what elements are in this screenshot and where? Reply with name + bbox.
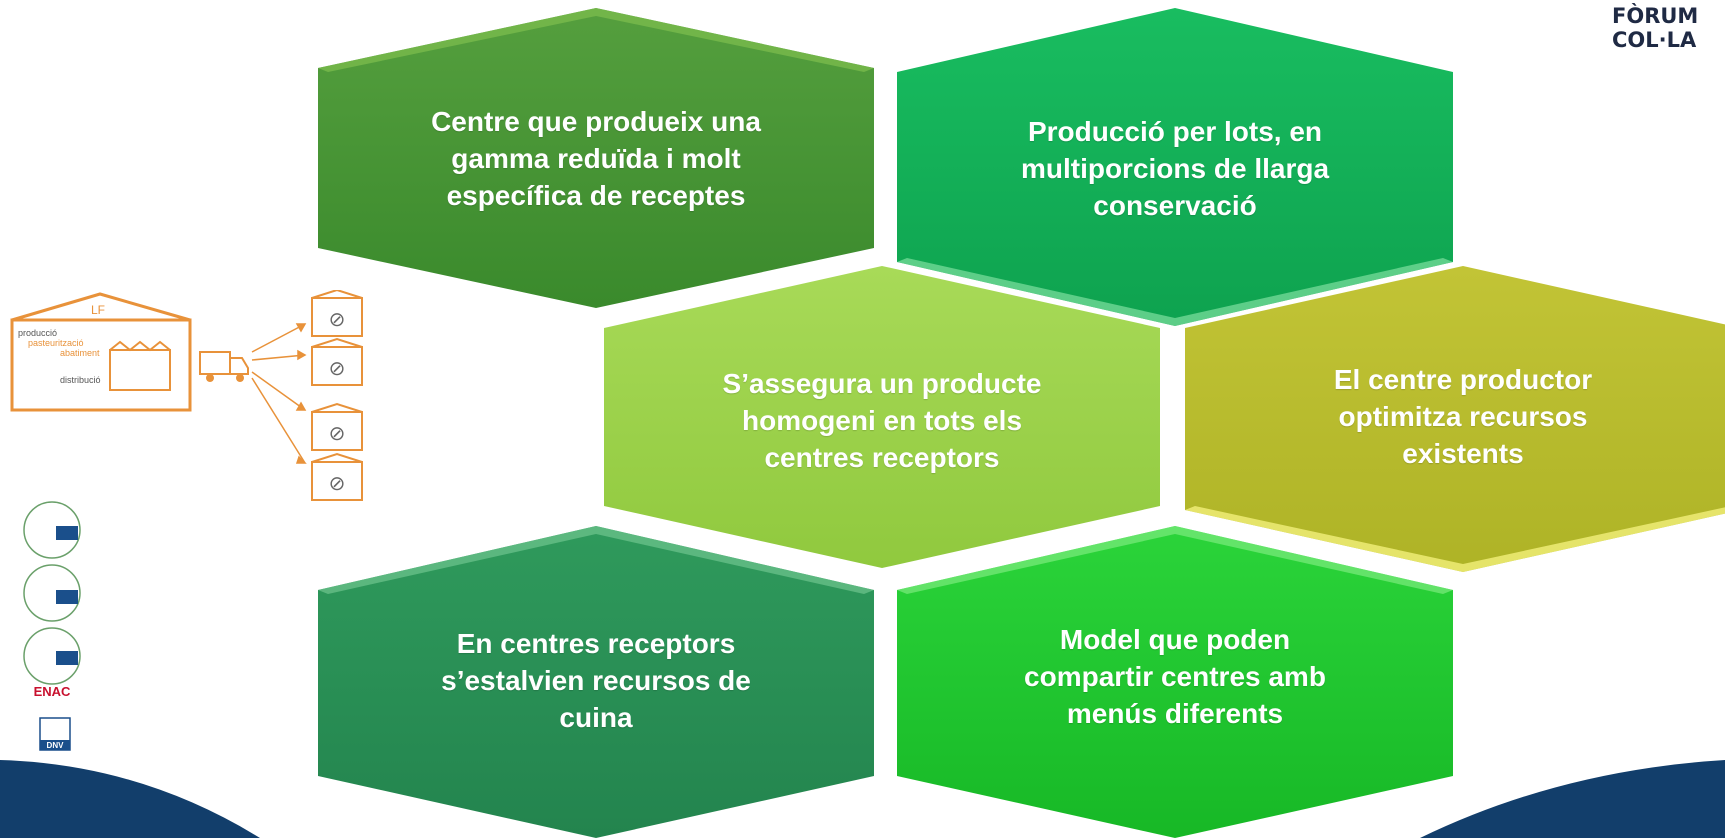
receiving-centre-icon: ⊘ [311,452,363,501]
hex-line: gamma reduïda i molt [451,142,741,174]
hex-line: homogeni en tots els [741,404,1023,436]
hex-line: En centres receptors [456,627,736,659]
logo-line-1: FÒRUM [1612,4,1699,28]
receiving-centre-icon: ⊘ [311,290,363,337]
certification-seals: ENAC DNV [23,501,81,751]
hex-producte-homogeni: S’assegura un producte homogeni en tots … [604,266,1160,568]
hex-line: El centre productor [1333,363,1593,395]
hex-line: optimitza recursos [1338,400,1588,432]
kitchen-label-pasteuritzacio: pasteurització [28,338,84,348]
hex-line: s’estalvien recursos de [441,664,751,696]
kitchen-label-distribucio: distribució [60,375,101,385]
hex-gamma-reduida: Centre que produeix una gamma reduïda i … [318,8,874,308]
truck-icon [199,351,249,382]
svg-text:⊘: ⊘ [329,473,346,495]
enac-logo: ENAC [34,684,71,699]
bottom-decorative-band [0,760,1725,838]
hex-line: Model que poden [1059,623,1291,655]
forum-logo: FÒRUM COL·LA [1612,4,1698,52]
hex-line: Centre que produeix una [431,105,761,137]
hex-optimitza-recursos: El centre productor optimitza recursos e… [1185,266,1725,572]
hex-line: S’assegura un producte [722,367,1042,399]
hex-line: compartir centres amb [1024,660,1326,692]
svg-text:⊘: ⊘ [329,423,346,445]
central-kitchen-building: LF producció pasteurització abatiment di… [10,292,192,412]
distribution-arrows [251,323,307,464]
svg-text:⊘: ⊘ [329,358,346,380]
hex-produccio-lots: Producció per lots, en multiporcions de … [897,8,1453,326]
central-kitchen-diagram: LF producció pasteurització abatiment di… [10,290,363,751]
svg-text:⊘: ⊘ [329,309,346,331]
kitchen-label-produccio: producció [18,328,57,338]
hex-estalvien-recursos: En centres receptors s’estalvien recurso… [318,526,874,838]
hex-line: menús diferents [1066,697,1284,729]
hex-compartir-centres: Model que poden compartir centres amb me… [897,526,1453,838]
hex-line: cuina [559,701,633,733]
logo-line-2: COL·LA [1612,28,1697,52]
receiving-centre-icon: ⊘ [311,337,363,386]
hex-line: conservació [1093,189,1257,221]
hex-line: existents [1402,437,1524,469]
hex-line: centres receptors [764,441,1000,473]
dnv-logo: DNV [47,741,65,750]
hex-line: multiporcions de llarga [1020,152,1330,184]
kitchen-title: LF [91,303,105,317]
hex-line: Producció per lots, en [1027,115,1323,147]
receiving-centre-icon: ⊘ [311,402,363,451]
hex-line: específica de receptes [446,179,746,211]
kitchen-label-abatiment: abatiment [60,348,100,358]
